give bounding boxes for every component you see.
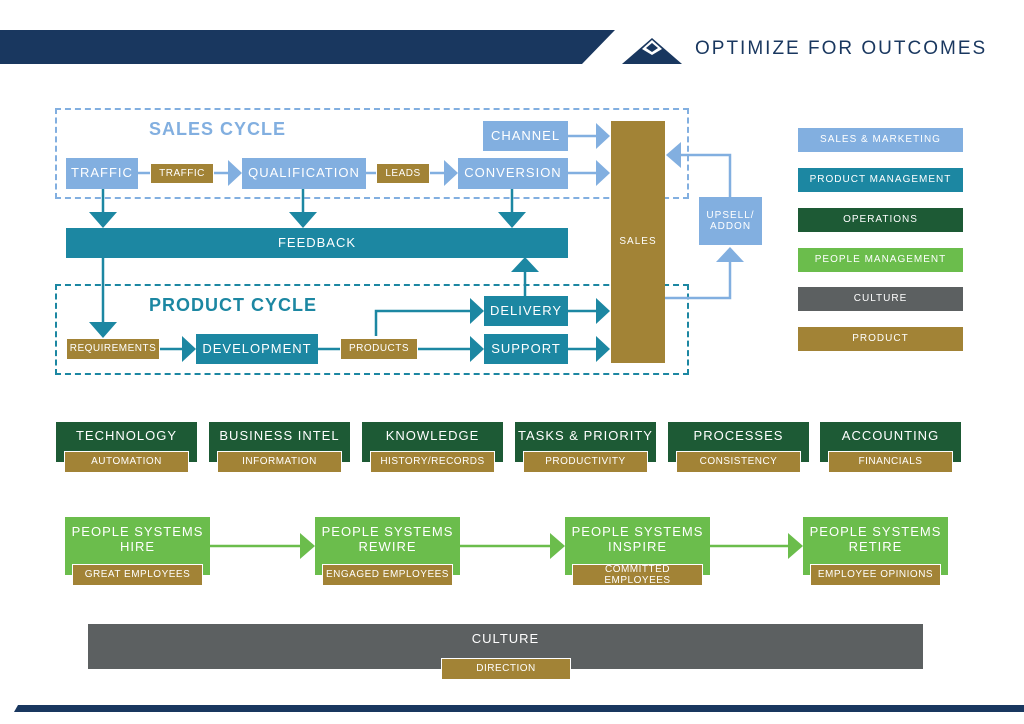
conversion-box: CONVERSION: [458, 158, 568, 189]
people-title-line1: PEOPLE SYSTEMS: [809, 524, 942, 539]
people-tag: COMMITTED EMPLOYEES: [572, 564, 703, 586]
legend-people-management: PEOPLE MANAGEMENT: [798, 248, 963, 272]
operations-card: ACCOUNTING FINANCIALS: [820, 422, 961, 474]
direction-tag: DIRECTION: [441, 658, 571, 680]
sales-cycle-frame: [55, 108, 689, 199]
mountain-logo-icon: [622, 38, 682, 64]
operations-card: TECHNOLOGY AUTOMATION: [56, 422, 197, 474]
legend-sales-marketing: SALES & MARKETING: [798, 128, 963, 152]
operations-tag: FINANCIALS: [828, 451, 953, 473]
product-cycle-label: PRODUCT CYCLE: [149, 295, 318, 315]
delivery-box: DELIVERY: [484, 296, 568, 326]
people-title-line2: INSPIRE: [607, 538, 667, 554]
legend-operations: OPERATIONS: [798, 208, 963, 232]
operations-card: KNOWLEDGE HISTORY/RECORDS: [362, 422, 503, 474]
products-tag: PRODUCTS: [340, 338, 418, 360]
operations-card: BUSINESS INTEL INFORMATION: [209, 422, 350, 474]
people-tag: ENGAGED EMPLOYEES: [322, 564, 453, 586]
people-tag: EMPLOYEE OPINIONS: [810, 564, 941, 586]
upsell-line2: ADDON: [709, 221, 752, 232]
support-box: SUPPORT: [484, 334, 568, 364]
people-tag: GREAT EMPLOYEES: [72, 564, 203, 586]
people-title-line1: PEOPLE SYSTEMS: [571, 524, 704, 539]
operations-tag: HISTORY/RECORDS: [370, 451, 495, 473]
operations-card: TASKS & PRIORITY PRODUCTIVITY: [515, 422, 656, 474]
leads-tag: LEADS: [376, 163, 430, 184]
page-title: OPTIMIZE FOR OUTCOMES: [695, 38, 988, 59]
sales-cycle-label: SALES CYCLE: [149, 119, 287, 139]
traffic-tag: TRAFFIC: [150, 163, 214, 184]
people-title-line1: PEOPLE SYSTEMS: [71, 524, 204, 539]
product-cycle-frame: [55, 284, 689, 375]
traffic-box: TRAFFIC: [66, 158, 138, 189]
operations-tag: INFORMATION: [217, 451, 342, 473]
development-box: DEVELOPMENT: [196, 334, 318, 364]
people-title-line2: REWIRE: [358, 538, 417, 554]
people-card: PEOPLE SYSTEMS HIRE GREAT EMPLOYEES: [65, 517, 210, 587]
feedback-bar: FEEDBACK: [66, 228, 568, 258]
upsell-addon-box: UPSELL/ ADDON: [699, 197, 762, 245]
header-band: [0, 30, 615, 64]
people-title-line2: HIRE: [119, 538, 156, 554]
footer-band: [14, 705, 1024, 712]
legend-culture: CULTURE: [798, 287, 963, 311]
people-title-line1: PEOPLE SYSTEMS: [321, 524, 454, 539]
operations-tag: PRODUCTIVITY: [523, 451, 648, 473]
operations-tag: CONSISTENCY: [676, 451, 801, 473]
sales-column: SALES: [611, 121, 665, 363]
operations-card: PROCESSES CONSISTENCY: [668, 422, 809, 474]
people-title-line2: RETIRE: [848, 538, 903, 554]
upsell-line1: UPSELL/: [706, 209, 755, 221]
qualification-box: QUALIFICATION: [242, 158, 366, 189]
legend-product: PRODUCT: [798, 327, 963, 351]
people-card: PEOPLE SYSTEMS RETIRE EMPLOYEE OPINIONS: [803, 517, 948, 587]
channel-box: CHANNEL: [483, 121, 568, 151]
people-card: PEOPLE SYSTEMS INSPIRE COMMITTED EMPLOYE…: [565, 517, 710, 587]
people-card: PEOPLE SYSTEMS REWIRE ENGAGED EMPLOYEES: [315, 517, 460, 587]
requirements-tag: REQUIREMENTS: [66, 338, 160, 360]
operations-tag: AUTOMATION: [64, 451, 189, 473]
legend-product-management: PRODUCT MANAGEMENT: [798, 168, 963, 192]
